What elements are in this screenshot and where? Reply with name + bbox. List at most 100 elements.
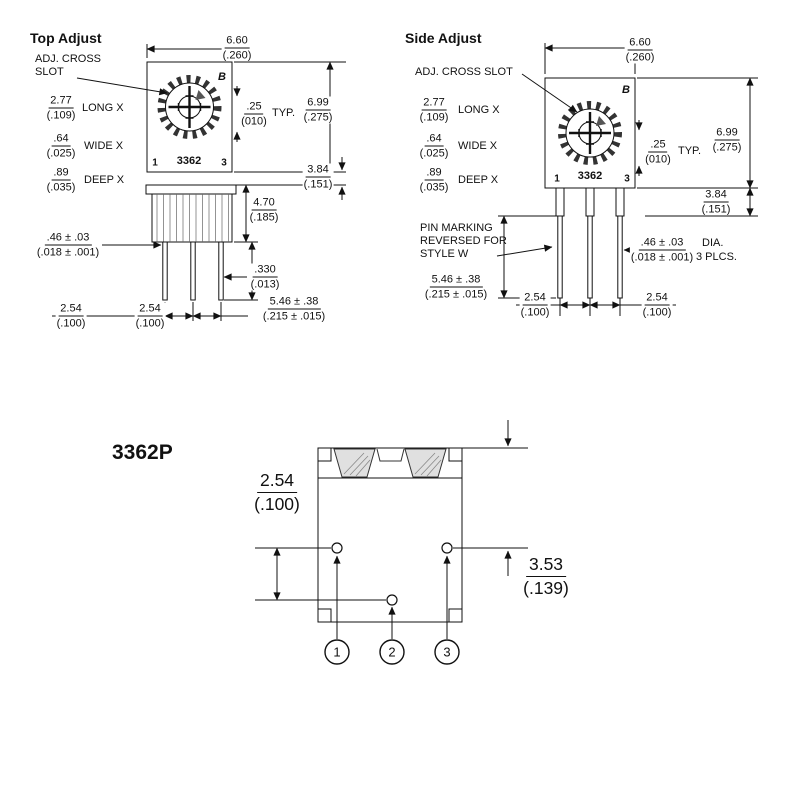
dim-pin-thickness: .330 (.013)	[249, 263, 281, 291]
dim-in-value: (.260)	[222, 49, 252, 62]
side-adjust-title: Side Adjust	[405, 30, 482, 46]
dim-pitch-b: 2.54 (.100)	[641, 291, 673, 319]
dim-mm-value: 2.77	[421, 96, 447, 111]
long-x-label: LONG X	[458, 104, 500, 116]
dim-in-value: (.100)	[254, 494, 300, 514]
dim-mm-value: .25	[648, 138, 668, 153]
dim-in-value: (.275)	[303, 111, 333, 124]
brand-logo: B	[622, 84, 630, 96]
top-adjust-side-elevation	[145, 184, 237, 301]
dim-deep-x: .89 (.035)	[418, 166, 450, 194]
dim-height: 6.99 (.275)	[711, 126, 743, 154]
bottom-view-title: 3362P	[112, 441, 173, 464]
dim-long-x: 2.77 (.109)	[45, 94, 77, 122]
dim-wide-x: .64 (.025)	[45, 132, 77, 160]
dim-mm-value: 3.53	[525, 554, 567, 577]
dim-in-value: (.025)	[46, 147, 76, 160]
plcs-label: 3 PLCS.	[696, 251, 737, 263]
dim-in-value: (.035)	[46, 181, 76, 194]
dim-long-x: 2.77 (.109)	[418, 96, 450, 124]
dim-mm-value: 6.60	[627, 36, 653, 51]
deep-x-label: DEEP X	[458, 174, 499, 186]
dim-in-value: (.109)	[419, 111, 449, 124]
dim-mm-value: 5.46 ± .38	[267, 295, 321, 310]
side-adjust-pins	[555, 187, 625, 299]
dim-in-value: (.215 ± .015)	[262, 310, 326, 323]
dim-standoff: 3.84 (.151)	[700, 188, 732, 216]
dim-mm-value: 2.54	[137, 302, 163, 317]
dim-mm-value: .89	[51, 166, 71, 181]
pin-marking-note: PIN MARKING REVERSED FOR STYLE W	[420, 222, 507, 260]
pin-callout-3: 3	[443, 644, 451, 660]
pin3-mark: 3	[221, 157, 227, 169]
dim-mm-value: 2.54	[256, 470, 298, 493]
typ-label: TYP.	[272, 107, 296, 119]
dim-in-value: (.025)	[419, 147, 449, 160]
pin1-mark: 1	[152, 157, 158, 169]
dim-in-value: (010)	[241, 115, 267, 128]
model-number: 3362	[176, 155, 202, 167]
pin3-mark: 3	[624, 173, 630, 185]
dim-in-value: (.013)	[250, 278, 280, 291]
dia-label: DIA.	[702, 237, 724, 249]
dim-mm-value: 6.99	[714, 126, 740, 141]
top-adjust-title: Top Adjust	[30, 30, 102, 46]
dim-in-value: (.151)	[303, 178, 333, 191]
dim-mm-value: 2.54	[522, 291, 548, 306]
dim-in-value: (.151)	[701, 203, 731, 216]
dim-standoff: 3.84 (.151)	[302, 163, 334, 191]
dim-mm-value: 2.54	[58, 302, 84, 317]
brand-logo: B	[218, 71, 226, 83]
adj-cross-slot-label: ADJ. CROSS SLOT	[35, 53, 102, 78]
dim-in-value: (.260)	[625, 51, 655, 64]
dim-pin-offset: 3.53 (.139)	[522, 554, 570, 598]
wide-x-label: WIDE X	[458, 140, 498, 152]
dim-mm-value: 6.60	[224, 34, 250, 49]
dim-pitch-a: 2.54 (.100)	[55, 302, 87, 330]
dim-pitch-a: 2.54 (.100)	[519, 291, 551, 319]
dim-in-value: (010)	[645, 153, 671, 166]
dim-mm-value: .25	[244, 100, 264, 115]
dim-mm-value: 5.46 ± .38	[429, 273, 483, 288]
dim-mm-value: 2.54	[644, 291, 670, 306]
dim-pin-dia: .46 ± .03 (.018 ± .001)	[629, 236, 695, 264]
dim-in-value: (.139)	[523, 578, 569, 598]
dim-mm-value: 6.99	[305, 96, 331, 111]
dim-width: 6.60 (.260)	[624, 36, 656, 64]
dim-in-value: (.035)	[419, 181, 449, 194]
dim-slot-typ: .25 (010)	[240, 100, 268, 128]
dim-height: 6.99 (.275)	[302, 96, 334, 124]
pin1-mark: 1	[554, 173, 560, 185]
dim-mm-value: .89	[424, 166, 444, 181]
adj-cross-slot-label: ADJ. CROSS SLOT	[415, 66, 513, 78]
side-adjust-view	[496, 43, 758, 316]
dim-pin-length: 5.46 ± .38 (.215 ± .015)	[261, 295, 327, 323]
typ-label: TYP.	[678, 145, 702, 157]
dim-in-value: (.018 ± .001)	[36, 246, 100, 259]
dim-in-value: (.100)	[520, 306, 550, 319]
dim-width: 6.60 (.260)	[221, 34, 253, 62]
dim-pin-length: 5.46 ± .38 (.215 ± .015)	[423, 273, 489, 301]
deep-x-label: DEEP X	[84, 174, 125, 186]
dim-in-value: (.100)	[642, 306, 672, 319]
pin-callout-1: 1	[333, 644, 341, 660]
dim-body-depth: 4.70 (.185)	[248, 196, 280, 224]
bottom-view-3362p	[255, 420, 528, 665]
dim-pin-width: .46 ± .03 (.018 ± .001)	[35, 231, 101, 259]
pin-callout-2: 2	[388, 644, 396, 660]
long-x-label: LONG X	[82, 102, 124, 114]
dim-mm-value: 3.84	[703, 188, 729, 203]
dim-deep-x: .89 (.035)	[45, 166, 77, 194]
wide-x-label: WIDE X	[84, 140, 124, 152]
rotor-icon	[558, 101, 622, 165]
dim-wide-x: .64 (.025)	[418, 132, 450, 160]
dim-in-value: (.100)	[56, 317, 86, 330]
dim-in-value: (.275)	[712, 141, 742, 154]
dim-mm-value: .64	[51, 132, 71, 147]
dim-mm-value: .46 ± .03	[638, 236, 686, 251]
rotor-icon	[157, 75, 222, 139]
dim-pitch-b: 2.54 (.100)	[134, 302, 166, 330]
dim-mm-value: .330	[252, 263, 278, 278]
